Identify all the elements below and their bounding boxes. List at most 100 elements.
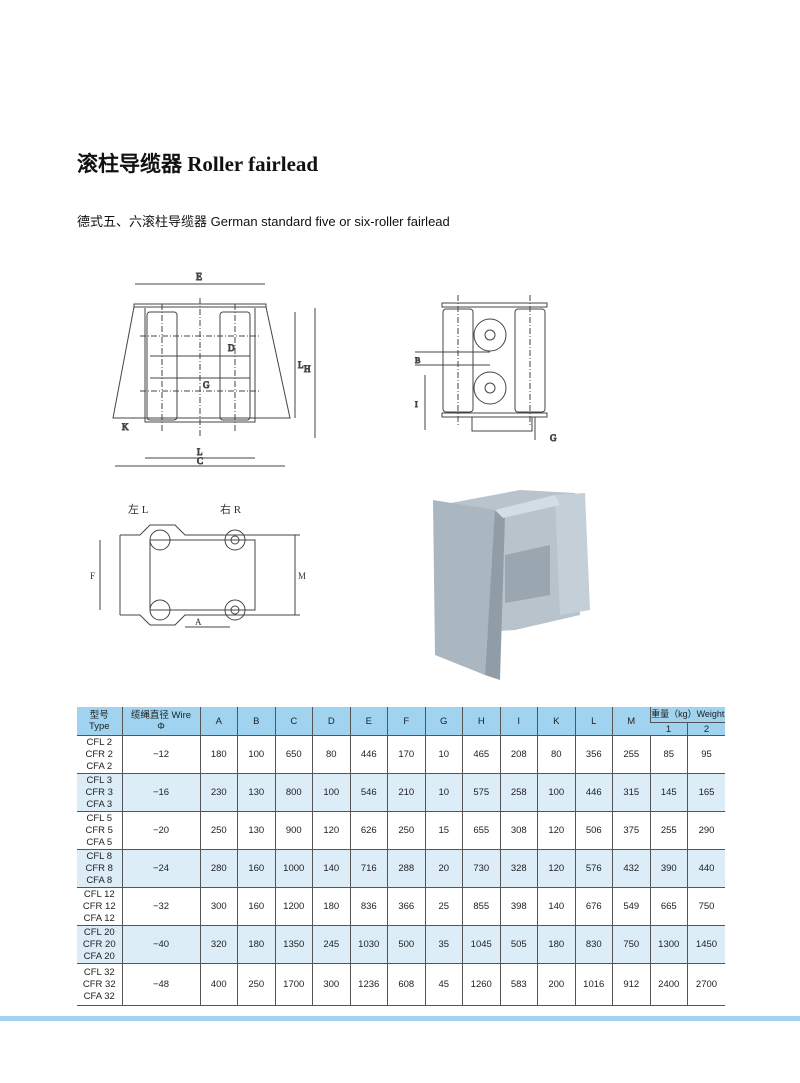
wire-cell: −40 bbox=[121, 925, 200, 964]
type-name: CFA 5 bbox=[86, 836, 113, 848]
value-cell: 830 bbox=[574, 925, 613, 964]
header-col: M bbox=[612, 707, 650, 736]
type-name: CFA 2 bbox=[86, 760, 113, 772]
value-cell: 576 bbox=[574, 849, 613, 888]
value-cell: 120 bbox=[537, 849, 575, 888]
side-view-drawing: B I G bbox=[415, 295, 558, 444]
value-cell: 505 bbox=[499, 925, 538, 964]
value-cell: 315 bbox=[612, 773, 650, 812]
value-cell: 626 bbox=[349, 811, 388, 850]
value-cell: 255 bbox=[612, 735, 650, 774]
front-view-drawing: E D L H G K L C bbox=[112, 272, 316, 467]
value-cell: 676 bbox=[574, 887, 613, 926]
value-cell: 546 bbox=[349, 773, 388, 812]
header-weight-1: 1 bbox=[650, 722, 688, 736]
value-cell: 665 bbox=[649, 887, 688, 926]
value-cell: 1350 bbox=[274, 925, 313, 964]
value-cell: 258 bbox=[499, 773, 538, 812]
value-cell: 80 bbox=[537, 735, 575, 774]
value-cell: 200 bbox=[537, 963, 575, 1006]
type-name: CFR 5 bbox=[85, 824, 113, 836]
value-cell: 366 bbox=[387, 887, 425, 926]
value-cell: 10 bbox=[424, 735, 463, 774]
header-col: E bbox=[349, 707, 388, 736]
header-col: A bbox=[199, 707, 238, 736]
value-cell: 85 bbox=[649, 735, 688, 774]
value-cell: 750 bbox=[687, 887, 725, 926]
type-name: CFL 2 bbox=[86, 736, 113, 748]
header-col: K bbox=[537, 707, 575, 736]
value-cell: 912 bbox=[612, 963, 650, 1006]
dim-label-k: K bbox=[122, 422, 129, 432]
type-name: CFA 8 bbox=[86, 874, 113, 886]
value-cell: 1450 bbox=[687, 925, 725, 964]
value-cell: 1045 bbox=[462, 925, 500, 964]
header-col: H bbox=[462, 707, 500, 736]
value-cell: 655 bbox=[462, 811, 500, 850]
header-col: L bbox=[574, 707, 613, 736]
value-cell: 288 bbox=[387, 849, 425, 888]
wire-cell: −48 bbox=[121, 963, 200, 1006]
type-name: CFR 32 bbox=[82, 978, 116, 990]
dim-label-f: F bbox=[90, 571, 95, 581]
type-name: CFL 5 bbox=[86, 812, 113, 824]
value-cell: 440 bbox=[687, 849, 725, 888]
value-cell: 650 bbox=[274, 735, 313, 774]
value-cell: 730 bbox=[462, 849, 500, 888]
wire-cell: −24 bbox=[121, 849, 200, 888]
type-name: CFR 20 bbox=[82, 938, 116, 950]
value-cell: 800 bbox=[274, 773, 313, 812]
value-cell: 506 bbox=[574, 811, 613, 850]
wire-cell: −20 bbox=[121, 811, 200, 850]
value-cell: 100 bbox=[537, 773, 575, 812]
value-cell: 140 bbox=[537, 887, 575, 926]
value-cell: 446 bbox=[349, 735, 388, 774]
dim-label-g-side: G bbox=[550, 433, 557, 443]
value-cell: 836 bbox=[349, 887, 388, 926]
type-name: CFL 32 bbox=[83, 966, 115, 978]
value-cell: 160 bbox=[237, 849, 275, 888]
wire-cell: −16 bbox=[121, 773, 200, 812]
value-cell: 1016 bbox=[574, 963, 613, 1006]
dim-label-h: H bbox=[304, 364, 311, 374]
value-cell: 300 bbox=[199, 887, 238, 926]
header-weight-2: 2 bbox=[687, 722, 725, 736]
value-cell: 255 bbox=[649, 811, 688, 850]
value-cell: 160 bbox=[237, 887, 275, 926]
value-cell: 290 bbox=[687, 811, 725, 850]
value-cell: 465 bbox=[462, 735, 500, 774]
value-cell: 1300 bbox=[649, 925, 688, 964]
header-col: G bbox=[424, 707, 463, 736]
type-name: CFA 3 bbox=[86, 798, 113, 810]
left-label: 左 L bbox=[128, 503, 149, 516]
header-weight: 重量（kg）Weight bbox=[649, 707, 725, 723]
value-cell: 130 bbox=[237, 773, 275, 812]
value-cell: 390 bbox=[649, 849, 688, 888]
value-cell: 716 bbox=[349, 849, 388, 888]
type-name: CFA 12 bbox=[83, 912, 115, 924]
dim-label-e: E bbox=[196, 272, 202, 283]
value-cell: 356 bbox=[574, 735, 613, 774]
value-cell: 140 bbox=[312, 849, 350, 888]
value-cell: 2400 bbox=[649, 963, 688, 1006]
value-cell: 280 bbox=[199, 849, 238, 888]
type-name: CFR 8 bbox=[85, 862, 113, 874]
type-name: CFR 3 bbox=[85, 786, 113, 798]
value-cell: 230 bbox=[199, 773, 238, 812]
value-cell: 1236 bbox=[349, 963, 388, 1006]
value-cell: 250 bbox=[387, 811, 425, 850]
dim-label-m: M bbox=[298, 571, 306, 581]
value-cell: 583 bbox=[499, 963, 538, 1006]
wire-cell: −32 bbox=[121, 887, 200, 926]
value-cell: 15 bbox=[424, 811, 463, 850]
value-cell: 10 bbox=[424, 773, 463, 812]
dim-label-g: G bbox=[203, 380, 210, 390]
